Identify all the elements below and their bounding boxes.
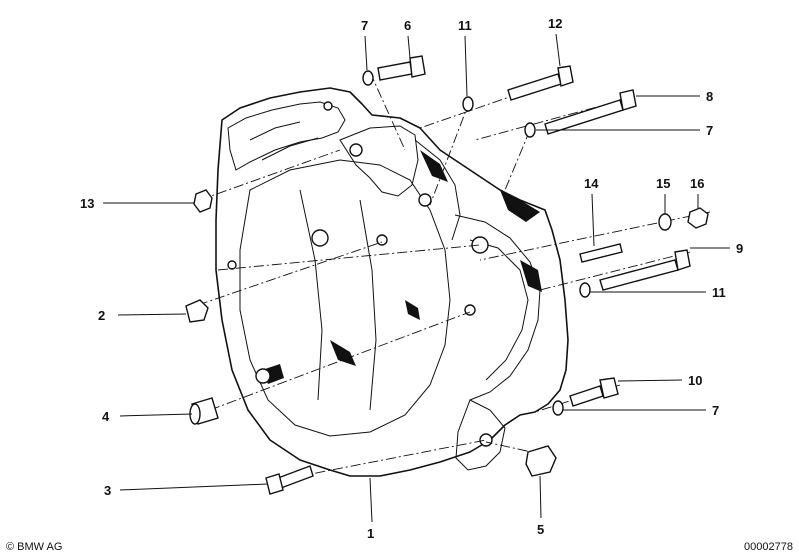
- callout-14: 14: [584, 176, 599, 191]
- stud-14[interactable]: [579, 243, 623, 263]
- bolt-9[interactable]: [599, 249, 691, 291]
- callout-4: 4: [102, 409, 110, 424]
- bolt-10[interactable]: [569, 377, 619, 407]
- callout-15: 15: [656, 176, 670, 191]
- callout-10: 10: [688, 373, 702, 388]
- washer-15[interactable]: [658, 213, 672, 231]
- leader-lines: [103, 33, 730, 523]
- callout-7-top: 7: [361, 18, 368, 33]
- washer-11-right[interactable]: [579, 282, 591, 298]
- washer-11-top[interactable]: [462, 96, 474, 112]
- bolt-6[interactable]: [377, 55, 426, 81]
- callout-9: 9: [736, 241, 743, 256]
- callout-12: 12: [548, 16, 562, 31]
- callout-13: 13: [80, 196, 94, 211]
- bolt-8[interactable]: [544, 89, 637, 135]
- bolt-12[interactable]: [507, 65, 574, 101]
- nut-13[interactable]: [193, 189, 213, 213]
- bolt-3[interactable]: [265, 465, 314, 495]
- callout-11-top: 11: [458, 18, 472, 33]
- callout-labels: 7 6 11 12 8 7 13 14 15 16 9 11 2 10 4 7 …: [80, 16, 743, 541]
- callout-1: 1: [367, 526, 374, 541]
- callout-7-mid: 7: [706, 123, 713, 138]
- callout-16: 16: [690, 176, 704, 191]
- callout-11-right: 11: [712, 285, 726, 300]
- clutch-housing[interactable]: [215, 87, 569, 477]
- callout-7-bottom: 7: [712, 403, 719, 418]
- callout-3: 3: [104, 483, 111, 498]
- washer-7-mid[interactable]: [524, 122, 536, 138]
- plug-2[interactable]: [185, 299, 209, 323]
- copyright-notice: © BMW AG: [6, 541, 63, 553]
- callout-2: 2: [98, 308, 105, 323]
- washer-7-bottom[interactable]: [552, 400, 564, 416]
- sleeve-4[interactable]: [189, 397, 219, 425]
- washer-7-top[interactable]: [362, 70, 374, 86]
- nut-16[interactable]: [687, 207, 709, 229]
- plug-5[interactable]: [525, 445, 557, 477]
- diagram-number: 00002778: [744, 541, 793, 553]
- callout-8: 8: [706, 89, 713, 104]
- callout-5: 5: [537, 522, 544, 537]
- callout-6: 6: [404, 18, 411, 33]
